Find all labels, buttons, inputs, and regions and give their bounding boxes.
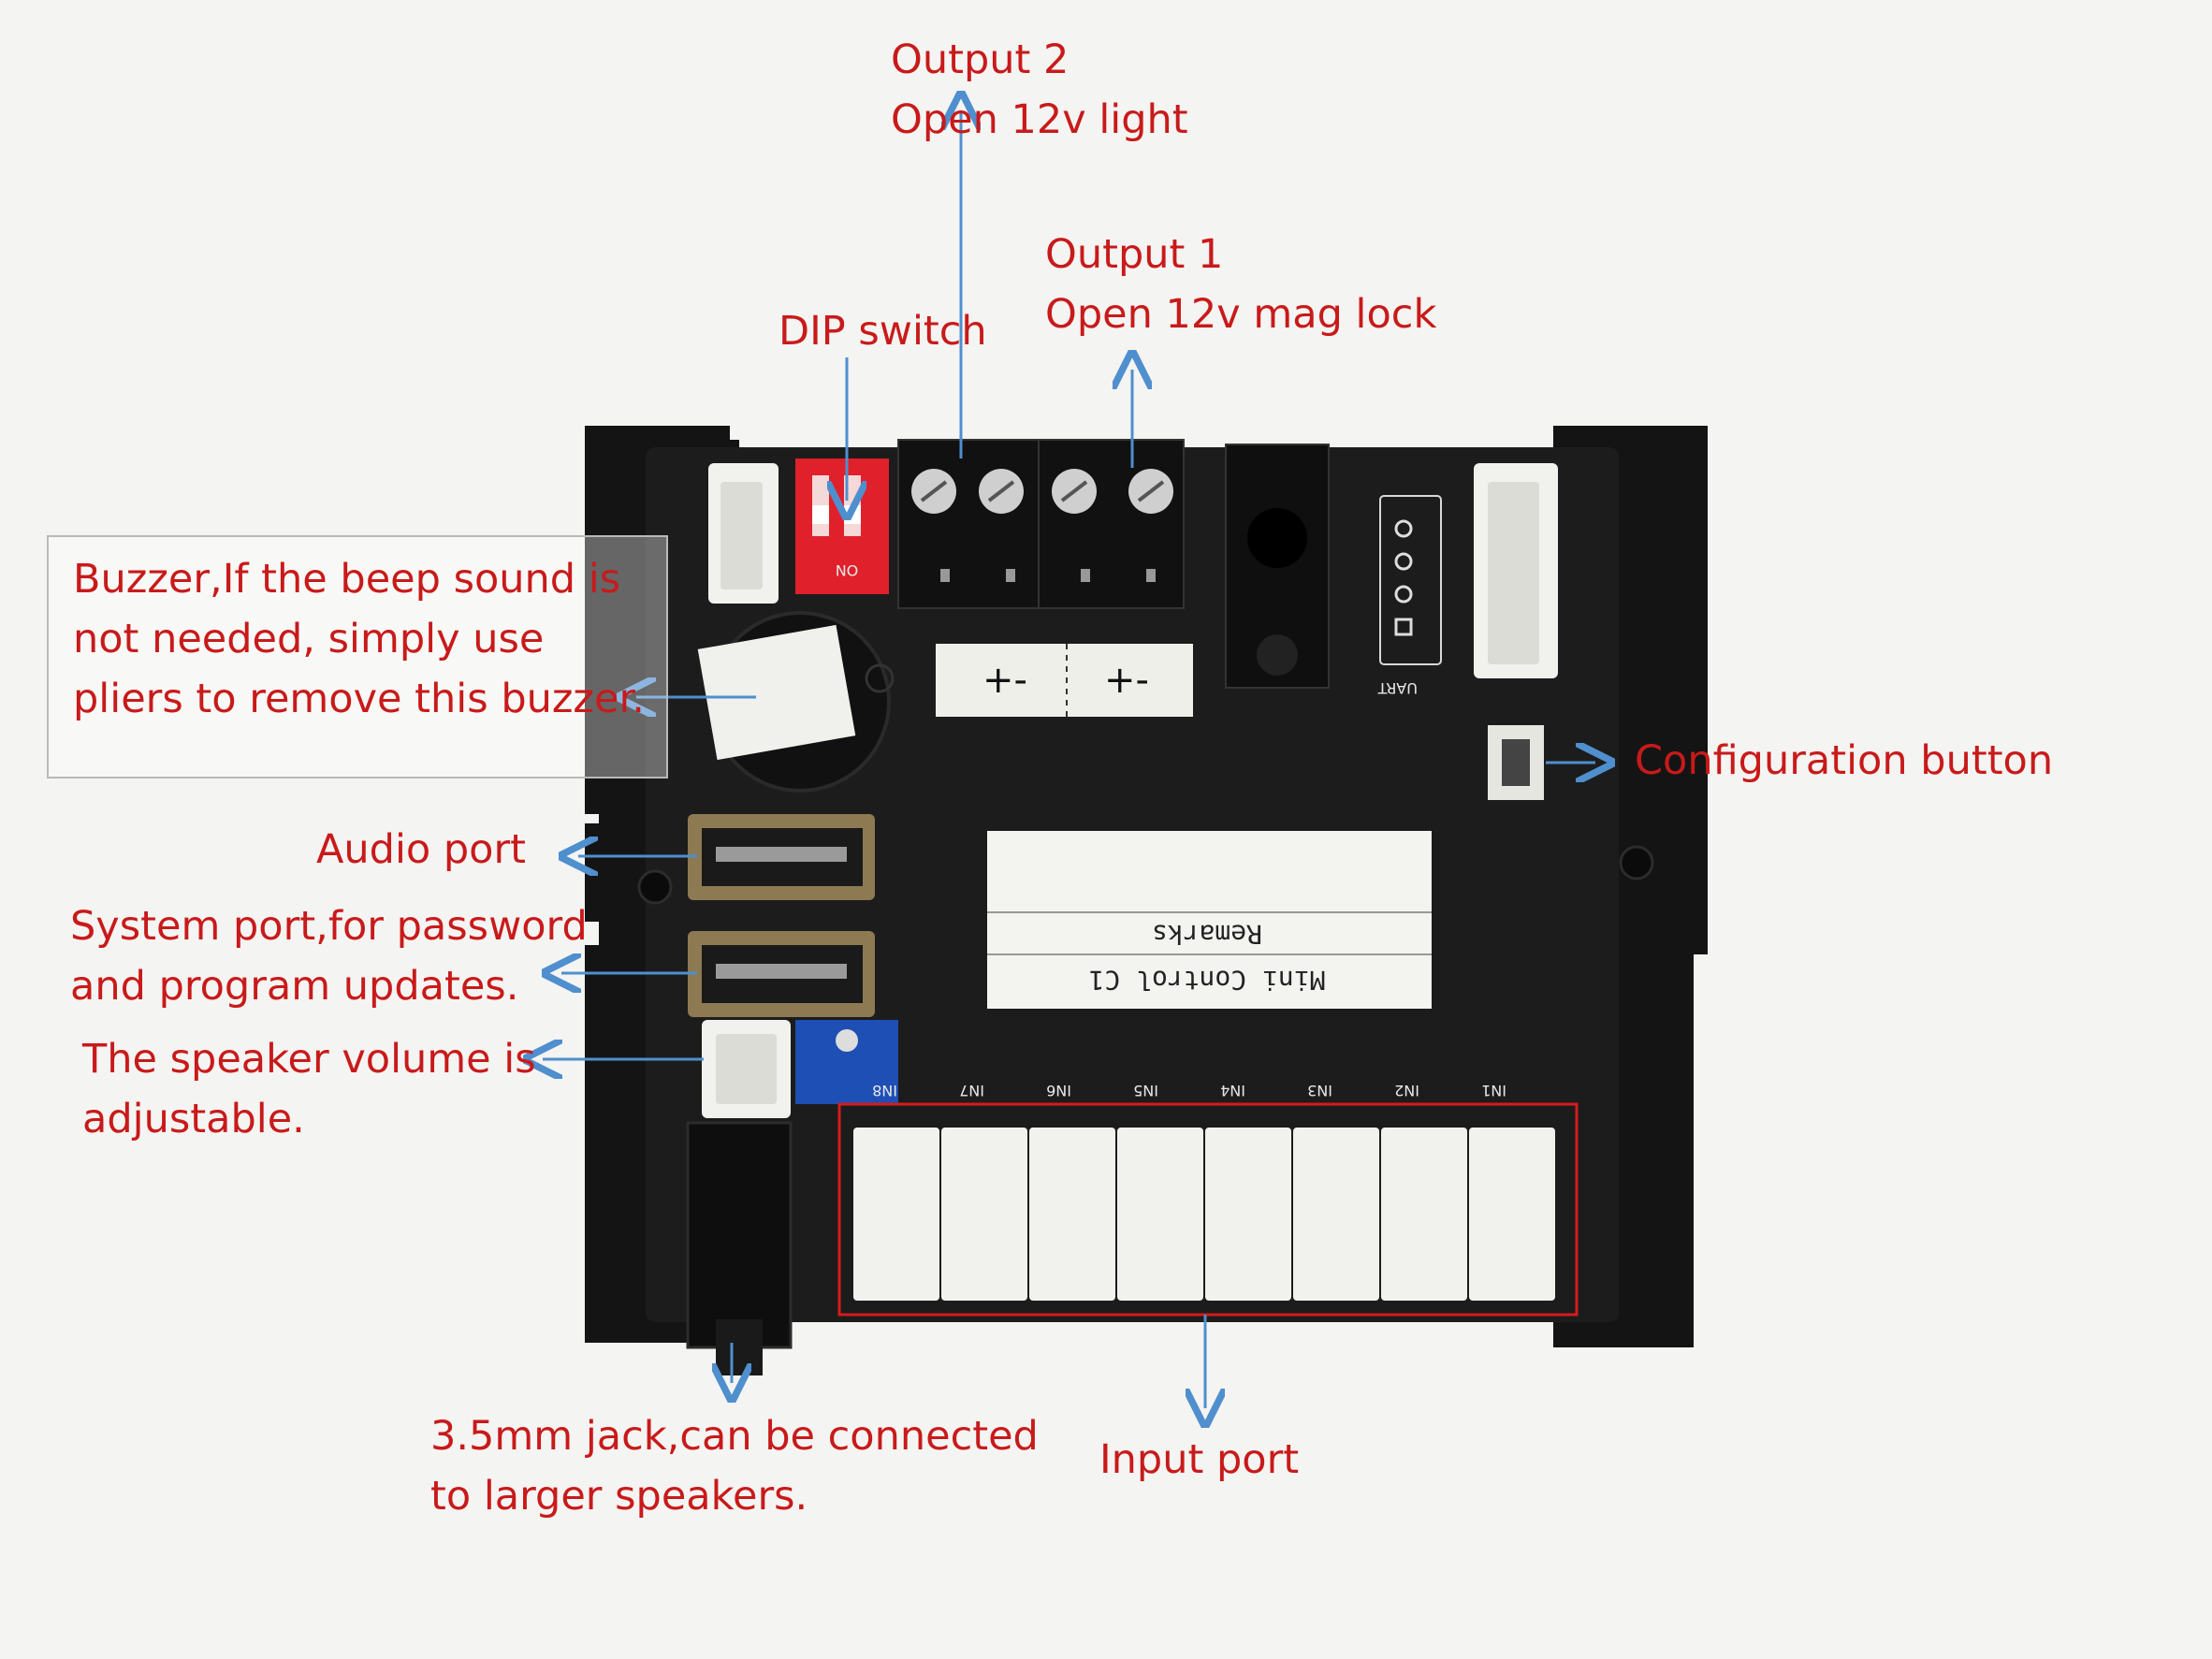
dip-switch-illustration: ON xyxy=(795,458,889,594)
name-plate: Remarks Mini Control C1 xyxy=(987,831,1432,1009)
speaker-volume-line-2: adjustable. xyxy=(82,1096,305,1142)
top-right-connector xyxy=(1474,463,1558,678)
buzzer-line-1: Buzzer,If the beep sound is xyxy=(73,556,621,603)
buzzer-illustration xyxy=(697,611,895,793)
buzzer-callout-box xyxy=(47,535,668,779)
svg-text:+-: +- xyxy=(1104,659,1149,702)
jack-line-2: to larger speakers. xyxy=(430,1473,808,1520)
buzzer-line-2: not needed, simply use xyxy=(73,616,545,662)
audio-port-label: Audio port xyxy=(316,820,526,880)
speaker-connector xyxy=(702,1020,898,1118)
port-label: IN1 xyxy=(1481,1082,1506,1099)
system-port-line-2: and program updates. xyxy=(70,963,519,1010)
usb-ports-illustration xyxy=(688,814,875,1017)
dip-switch-label: DIP switch xyxy=(779,301,987,361)
audio-jack-illustration xyxy=(686,1121,793,1375)
output1-label: Output 1 Open 12v mag lock xyxy=(1045,225,1436,344)
input-connectors xyxy=(853,1128,1555,1301)
buzzer-line-3: pliers to remove this buzzer. xyxy=(73,676,645,722)
speaker-volume-label: The speaker volume is adjustable. xyxy=(82,1029,536,1149)
jack-label: 3.5mm jack,can be connected to larger sp… xyxy=(430,1406,1039,1526)
port-label: IN2 xyxy=(1394,1082,1419,1099)
output2-title: Output 2 xyxy=(891,36,1070,83)
port-label: IN5 xyxy=(1133,1082,1158,1099)
buzzer-label: Buzzer,If the beep sound is not needed, … xyxy=(73,549,645,729)
configuration-button-text: Configuration button xyxy=(1635,737,2054,784)
jack-line-1: 3.5mm jack,can be connected xyxy=(430,1413,1039,1460)
callout-arrows xyxy=(543,110,1595,1408)
output1-title: Output 1 xyxy=(1045,231,1224,278)
port-label: IN6 xyxy=(1046,1082,1071,1099)
port-label: IN4 xyxy=(1220,1082,1245,1099)
input-connector-labels: IN8 IN7 IN6 IN5 IN4 IN3 IN2 IN1 xyxy=(872,1082,1506,1099)
terminal-blocks xyxy=(897,439,1185,609)
system-port-line-1: System port,for password xyxy=(70,903,588,950)
system-port-label: System port,for password and program upd… xyxy=(70,896,588,1016)
top-left-connector xyxy=(708,463,779,604)
polarity-strip: +- +- xyxy=(936,644,1193,717)
uart-label: UART xyxy=(1377,679,1418,697)
audio-port-text: Audio port xyxy=(316,826,527,873)
port-label: IN3 xyxy=(1307,1082,1332,1099)
port-label: IN8 xyxy=(872,1082,897,1099)
port-label: IN7 xyxy=(959,1082,984,1099)
board-name-label: Mini Control C1 xyxy=(1089,965,1326,996)
svg-text:+-: +- xyxy=(982,659,1027,702)
input-port-text: Input port xyxy=(1099,1436,1300,1483)
config-button-illustration xyxy=(1488,725,1544,800)
input-port-label: Input port xyxy=(1099,1430,1299,1490)
remarks-label: Remarks xyxy=(1152,919,1262,950)
dip-on-label: ON xyxy=(836,561,859,579)
output2-description: Open 12v light xyxy=(891,96,1188,143)
output2-label: Output 2 Open 12v light xyxy=(891,30,1188,150)
dc-power-jack xyxy=(1225,444,1330,689)
uart-header: UART xyxy=(1377,495,1442,697)
dip-switch-text: DIP switch xyxy=(779,308,987,355)
output1-description: Open 12v mag lock xyxy=(1045,291,1437,338)
input-port-highlight xyxy=(837,1102,1579,1317)
speaker-volume-line-1: The speaker volume is xyxy=(82,1036,536,1083)
configuration-button-label: Configuration button xyxy=(1635,731,2053,791)
